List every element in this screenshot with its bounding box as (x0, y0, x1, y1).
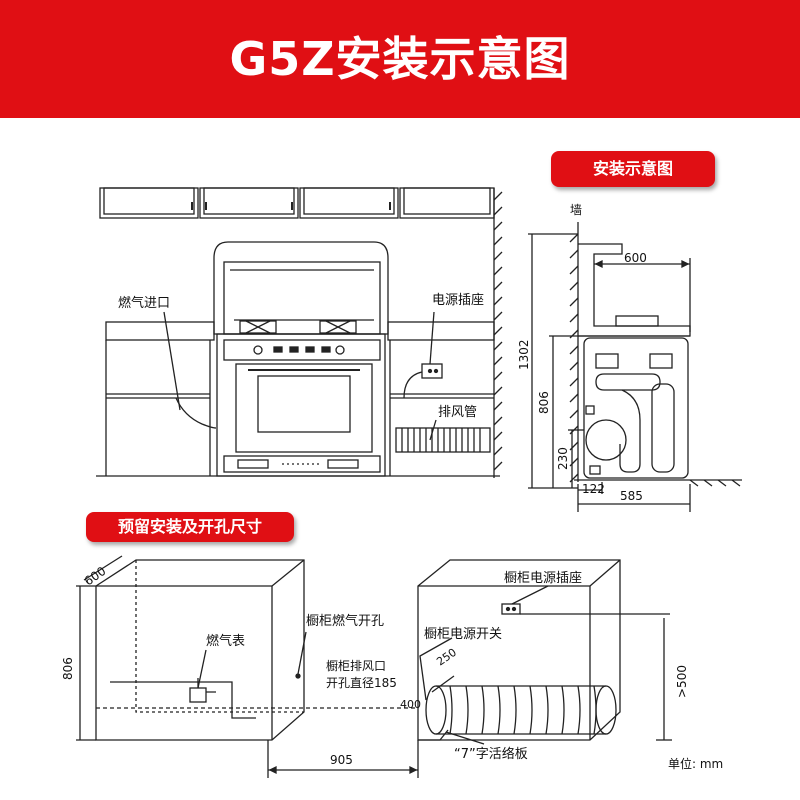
gas-hole-label: 橱柜燃气开孔 (306, 613, 384, 629)
dim-600-top: 600 (624, 251, 647, 265)
dim-122: 122 (582, 482, 605, 496)
vent-label-line2: 开孔直径185 (326, 676, 397, 690)
power-socket-leader (429, 311, 435, 365)
side-view-title-badge: 安装示意图 (551, 151, 715, 187)
front-view (96, 187, 503, 478)
dim-905: 905 (330, 753, 353, 767)
wall-cabinets (99, 187, 495, 219)
cabinet-socket-label: 橱柜电源插座 (504, 571, 582, 586)
gas-meter-label: 燃气表 (206, 633, 245, 649)
dim-806-side: 806 (537, 391, 551, 414)
hinge-board-label: “7”字活络板 (454, 746, 528, 762)
side-view (528, 222, 742, 512)
exhaust-leader (429, 419, 437, 441)
unit-label: 单位: mm (668, 756, 723, 771)
front-wall (493, 188, 503, 478)
cabinet-switch-label: 橱柜电源开关 (424, 627, 502, 642)
wall-label: 墙 (570, 203, 582, 217)
dim-gt-500: >500 (675, 665, 689, 698)
left-base-cabinet (105, 321, 217, 476)
dim-230: 230 (556, 447, 570, 470)
integrated-stove (213, 241, 389, 477)
exhaust-pipe-label: 排风管 (438, 405, 477, 420)
dim-250: 250 (434, 646, 459, 669)
cutout-view (76, 555, 672, 778)
dim-585: 585 (620, 489, 643, 503)
header-banner (0, 0, 800, 118)
cutout-title-badge: 预留安装及开孔尺寸 (86, 512, 294, 542)
dim-806-cutout: 806 (61, 657, 75, 680)
dim-1302: 1302 (517, 339, 531, 370)
vent-label-line1: 橱柜排风口 (326, 659, 386, 673)
power-socket-label: 电源插座 (432, 293, 484, 308)
page-title: G5Z安装示意图 (229, 32, 571, 86)
dim-400: 400 (400, 698, 421, 711)
right-base-cabinet (387, 321, 495, 476)
gas-inlet-label: 燃气进口 (118, 295, 170, 311)
gas-inlet-leader (163, 311, 181, 411)
